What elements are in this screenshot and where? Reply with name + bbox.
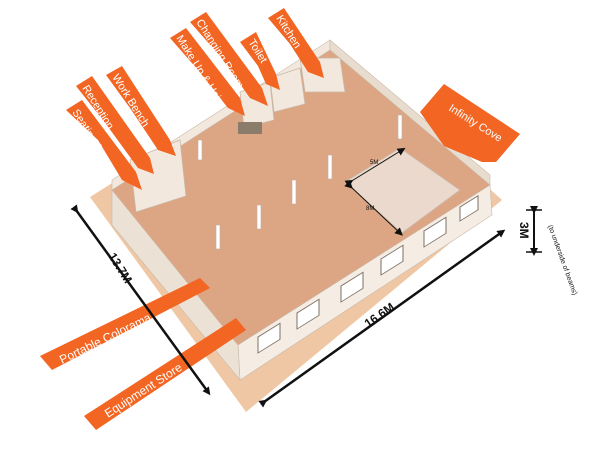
cove-dim-8m	[344, 180, 403, 236]
equipment-store-label: Equipment Store	[102, 360, 185, 421]
cove-dim-8m-label: 8M	[366, 206, 374, 212]
work-bench	[238, 122, 262, 134]
reception-arrow	[76, 76, 154, 174]
window	[459, 194, 479, 222]
pillar	[397, 114, 403, 140]
infinity-cove-arrow	[420, 84, 520, 162]
make-up-hair-arrow	[170, 28, 245, 116]
pillar	[327, 154, 333, 180]
height-dimension-label: 3M	[517, 222, 531, 239]
kitchen-arrow	[268, 8, 324, 78]
pillar	[215, 224, 221, 250]
toilet-arrow	[240, 32, 280, 90]
cove-dim-5m-label: 5M	[370, 160, 378, 166]
toilet-room	[269, 67, 306, 113]
changing-room-arrow	[190, 12, 268, 106]
width-dimension-label: 13.7M	[105, 250, 135, 286]
height-note-label: (to underside of beams)	[546, 224, 578, 296]
pillars	[197, 114, 403, 250]
work-bench-arrow	[106, 66, 176, 156]
pillar	[197, 139, 203, 161]
pillar	[291, 179, 297, 205]
portable-colorama-label: Portable Colorama	[57, 310, 153, 367]
pillar	[256, 204, 262, 230]
seating-area-arrow	[66, 100, 142, 190]
width-dimension-line	[70, 204, 211, 396]
back-right-wall	[329, 39, 491, 186]
length-dimension-line	[258, 229, 506, 408]
cove-dim-5m	[344, 147, 406, 188]
